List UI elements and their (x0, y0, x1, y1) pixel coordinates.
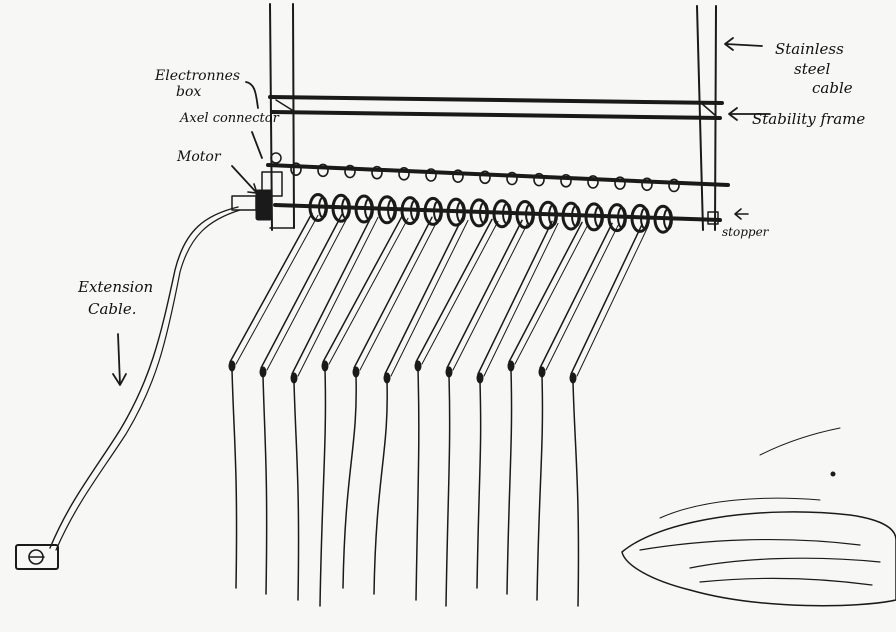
hook (506, 171, 518, 186)
spool-flange (525, 203, 535, 226)
spool-flange (617, 206, 627, 229)
thread-diagonal (328, 217, 409, 365)
thread-diagonal (353, 216, 433, 369)
thread-diagonal (576, 225, 649, 377)
thread-diagonal (477, 220, 553, 375)
thread-diagonal (415, 218, 493, 363)
stability-frame (268, 95, 724, 120)
thread-diagonal (297, 216, 379, 377)
hook-rod (266, 162, 730, 193)
plug-icon (15, 544, 59, 570)
spool-flange (640, 207, 650, 230)
arrow-icon (112, 37, 771, 386)
hook (479, 170, 491, 185)
thread-hanging (445, 375, 451, 607)
thread-diagonal (260, 213, 343, 369)
spool-flange (410, 199, 420, 222)
motor (231, 152, 283, 221)
thread-hanging (262, 375, 268, 595)
electronics-box-label: Electronnes box (154, 68, 245, 100)
thread-diagonal (452, 221, 529, 371)
thread-diagonal (390, 219, 469, 377)
thread-hanging (231, 369, 238, 589)
thread-diagonal (384, 217, 463, 375)
thread-diagonal (508, 221, 583, 363)
thread-hanging (506, 369, 513, 595)
thread-diagonal (291, 214, 373, 375)
stray-marks (759, 427, 841, 477)
thread-diagonal (266, 215, 349, 371)
thread-hanging (536, 375, 544, 601)
spool-flange (479, 201, 489, 224)
spool-flange (341, 197, 351, 220)
thread-diagonal (421, 220, 499, 365)
hook (317, 163, 329, 178)
tapestry-sketch (621, 497, 896, 607)
thread-diagonal (359, 218, 439, 371)
thread-hanging (476, 381, 482, 589)
hook (533, 172, 545, 187)
hook (290, 162, 302, 177)
thread-hanging (572, 381, 580, 607)
stainless-steel-cable-label: Stainless steel cable (775, 40, 853, 97)
spool-flange (571, 205, 581, 228)
spool-flange (387, 198, 397, 221)
hook (560, 174, 572, 188)
hook (398, 167, 410, 181)
spools (308, 192, 673, 234)
spool-flange (364, 198, 374, 221)
motor-label: Motor (176, 149, 222, 165)
thread-hanging (342, 375, 357, 589)
thread-hanging (319, 369, 327, 607)
thread-diagonal (545, 224, 619, 371)
hook (587, 175, 599, 189)
thread-diagonal (446, 219, 523, 369)
extension-cable (49, 206, 241, 551)
hook (425, 168, 437, 182)
hook (452, 169, 464, 183)
stopper-label: stopper (722, 225, 770, 239)
hook (344, 164, 356, 179)
stability-frame-label: Stability frame (752, 110, 865, 128)
hook (641, 177, 653, 192)
spool-flange (663, 208, 673, 231)
spool-flange (456, 201, 466, 224)
hook (668, 178, 680, 193)
spool-flange (594, 205, 604, 228)
extension-cable-label: Extension Cable. (77, 278, 158, 318)
spool-flange (318, 196, 328, 219)
warp-threads (228, 212, 649, 607)
thread-diagonal (229, 212, 313, 363)
axel-connector-label: Axel connector (179, 111, 280, 126)
thread-diagonal (570, 223, 643, 375)
thread-diagonal (514, 223, 589, 365)
hook (371, 165, 383, 180)
thread-hanging (293, 381, 300, 601)
thread-diagonal (235, 214, 319, 365)
spool-flange (433, 200, 443, 223)
thread-diagonal (483, 222, 559, 377)
spool-flange (502, 202, 512, 225)
thread-diagonal (322, 215, 403, 363)
thread-diagonal (539, 222, 613, 369)
spool-flange (548, 204, 558, 227)
hook (614, 176, 626, 190)
thread-hanging (415, 369, 420, 601)
thread-hanging (373, 381, 388, 595)
